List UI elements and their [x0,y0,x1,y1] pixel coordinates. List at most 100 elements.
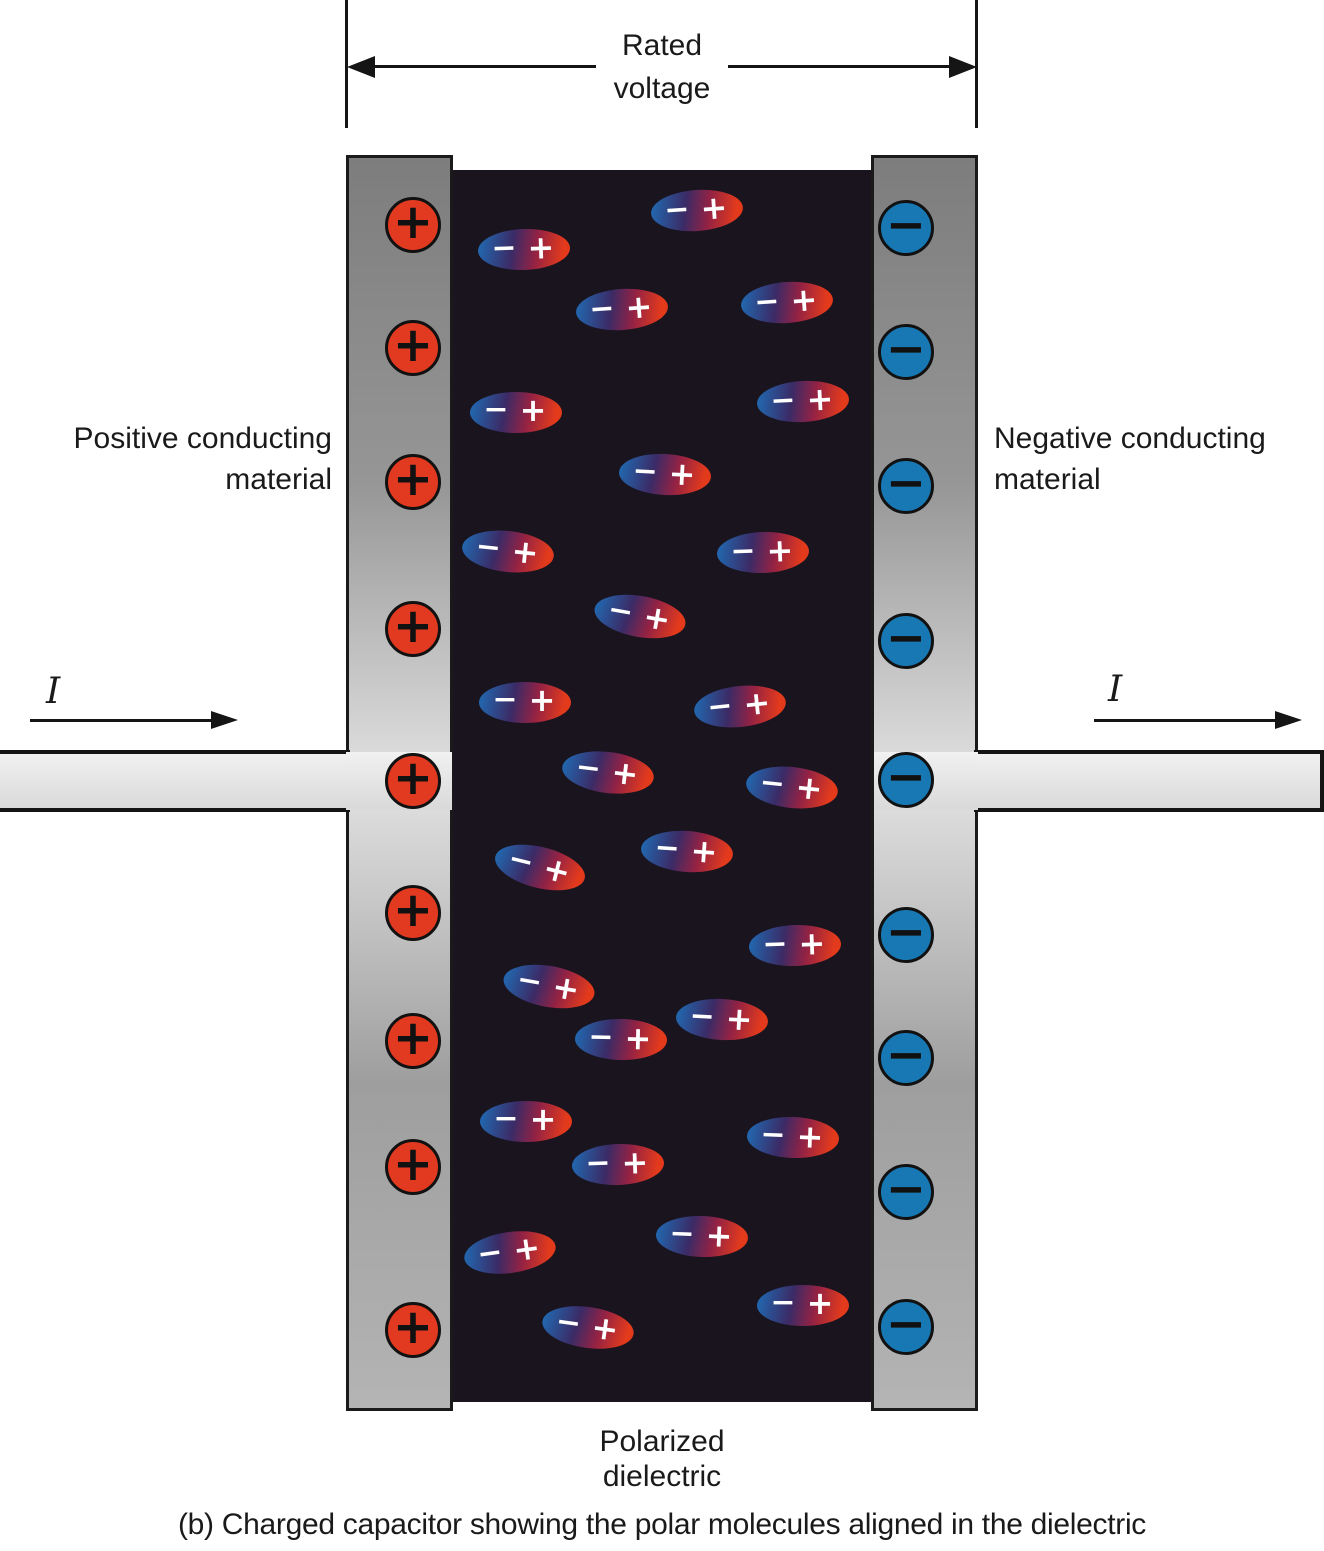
plus-sign: + [392,1136,434,1192]
positive-charge: + [385,1139,441,1195]
negative-charge: − [878,1299,934,1355]
polar-molecule: −+ [757,1284,849,1326]
plus-sign: + [620,1141,649,1181]
positive-charge: + [385,885,441,941]
negative-material-line2: material [994,463,1101,496]
minus-sign: − [758,763,787,802]
plus-sign: + [805,378,835,418]
minus-sign: − [474,527,503,566]
plus-sign: + [806,1284,834,1322]
minus-sign: − [885,904,927,960]
plus-sign: + [609,751,641,793]
minus-sign: − [761,925,789,962]
plus-sign: + [704,1215,734,1255]
figure-caption: (b) Charged capacitor showing the polar … [177,1508,1147,1541]
plus-sign: + [624,1018,652,1057]
minus-sign: − [885,321,927,377]
positive-material-line1: Positive conducting [73,422,333,455]
plus-sign: + [509,530,541,572]
plus-sign: + [392,598,434,654]
polarized-dielectric-line1: Polarized [599,1425,725,1458]
plus-sign: + [795,1116,825,1156]
plus-sign: + [392,750,434,806]
plus-sign: + [392,1299,434,1355]
plus-sign: + [724,998,754,1038]
plus-sign: + [793,766,825,808]
rated-voltage-line2: voltage [613,72,711,105]
rated-voltage-arrow-shaft-right [728,65,954,68]
rated-voltage-line1: Rated [621,29,703,62]
current-arrow-shaft-right [1094,719,1278,722]
rated-voltage-label: Rated voltage [512,24,812,110]
minus-sign: − [490,229,518,266]
minus-sign: − [663,190,691,228]
negative-charge: − [878,907,934,963]
plus-sign: + [528,681,556,719]
plus-sign: + [529,1100,557,1138]
plus-sign: + [624,285,654,326]
minus-sign: − [668,1214,696,1251]
positive-material-line2: material [225,463,332,496]
minus-sign: − [631,452,659,489]
minus-sign: − [885,1027,927,1083]
plus-sign: + [519,391,547,429]
minus-sign: − [769,381,797,418]
current-symbol-left: I [46,671,61,712]
plus-sign: + [667,453,697,493]
positive-charge: + [385,1302,441,1358]
minus-sign: − [483,392,509,427]
positive-charge: + [385,601,441,657]
minus-sign: − [514,960,546,1000]
minus-sign: − [885,197,927,253]
plus-sign: + [392,194,434,250]
current-symbol-right: I [1108,669,1123,710]
plus-sign: + [797,922,826,962]
minus-sign: − [729,532,757,569]
positive-charge: + [385,320,441,376]
polar-molecule: −+ [470,391,562,433]
minus-sign: − [573,748,604,786]
negative-charge: − [878,200,934,256]
negative-material-label: Negative conducting material [994,418,1304,500]
minus-sign: − [493,1101,519,1136]
polar-molecule: −+ [480,1100,572,1142]
plus-sign: + [765,529,794,569]
plus-sign: + [789,278,819,319]
negative-charge: − [878,458,934,514]
current-arrow-shaft-left [30,719,214,722]
minus-sign: − [653,828,681,866]
positive-material-label: Positive conducting material [28,418,333,500]
plus-sign: + [392,451,434,507]
negative-charge: − [878,1164,934,1220]
minus-sign: − [588,289,616,327]
positive-charge: + [385,753,441,809]
plus-sign: + [510,1226,543,1269]
plus-sign: + [526,226,555,266]
polar-molecule: −+ [479,681,571,723]
plus-sign: + [392,317,434,373]
minus-sign: − [688,997,716,1034]
current-arrowhead-left-icon [211,711,238,729]
minus-sign: − [588,1018,614,1054]
minus-sign: − [885,1296,927,1352]
dimension-extension-line-left [345,0,348,128]
negative-charge: − [878,752,934,808]
arrowhead-left-icon [347,56,375,78]
minus-sign: − [770,1285,796,1320]
polarized-dielectric-label: Polarized dielectric [512,1424,812,1494]
left-lead [0,750,350,812]
arrowhead-right-icon [949,56,977,78]
right-lead [974,750,1324,812]
plus-sign: + [699,186,729,227]
minus-sign: − [885,455,927,511]
minus-sign: − [492,682,518,717]
minus-sign: − [885,749,927,805]
plus-sign: + [392,882,434,938]
negative-charge: − [878,1030,934,1086]
positive-charge: + [385,1013,441,1069]
negative-charge: − [878,324,934,380]
plus-sign: + [539,847,575,891]
plus-sign: + [549,965,583,1009]
minus-sign: − [885,610,927,666]
minus-sign: − [553,1302,584,1341]
